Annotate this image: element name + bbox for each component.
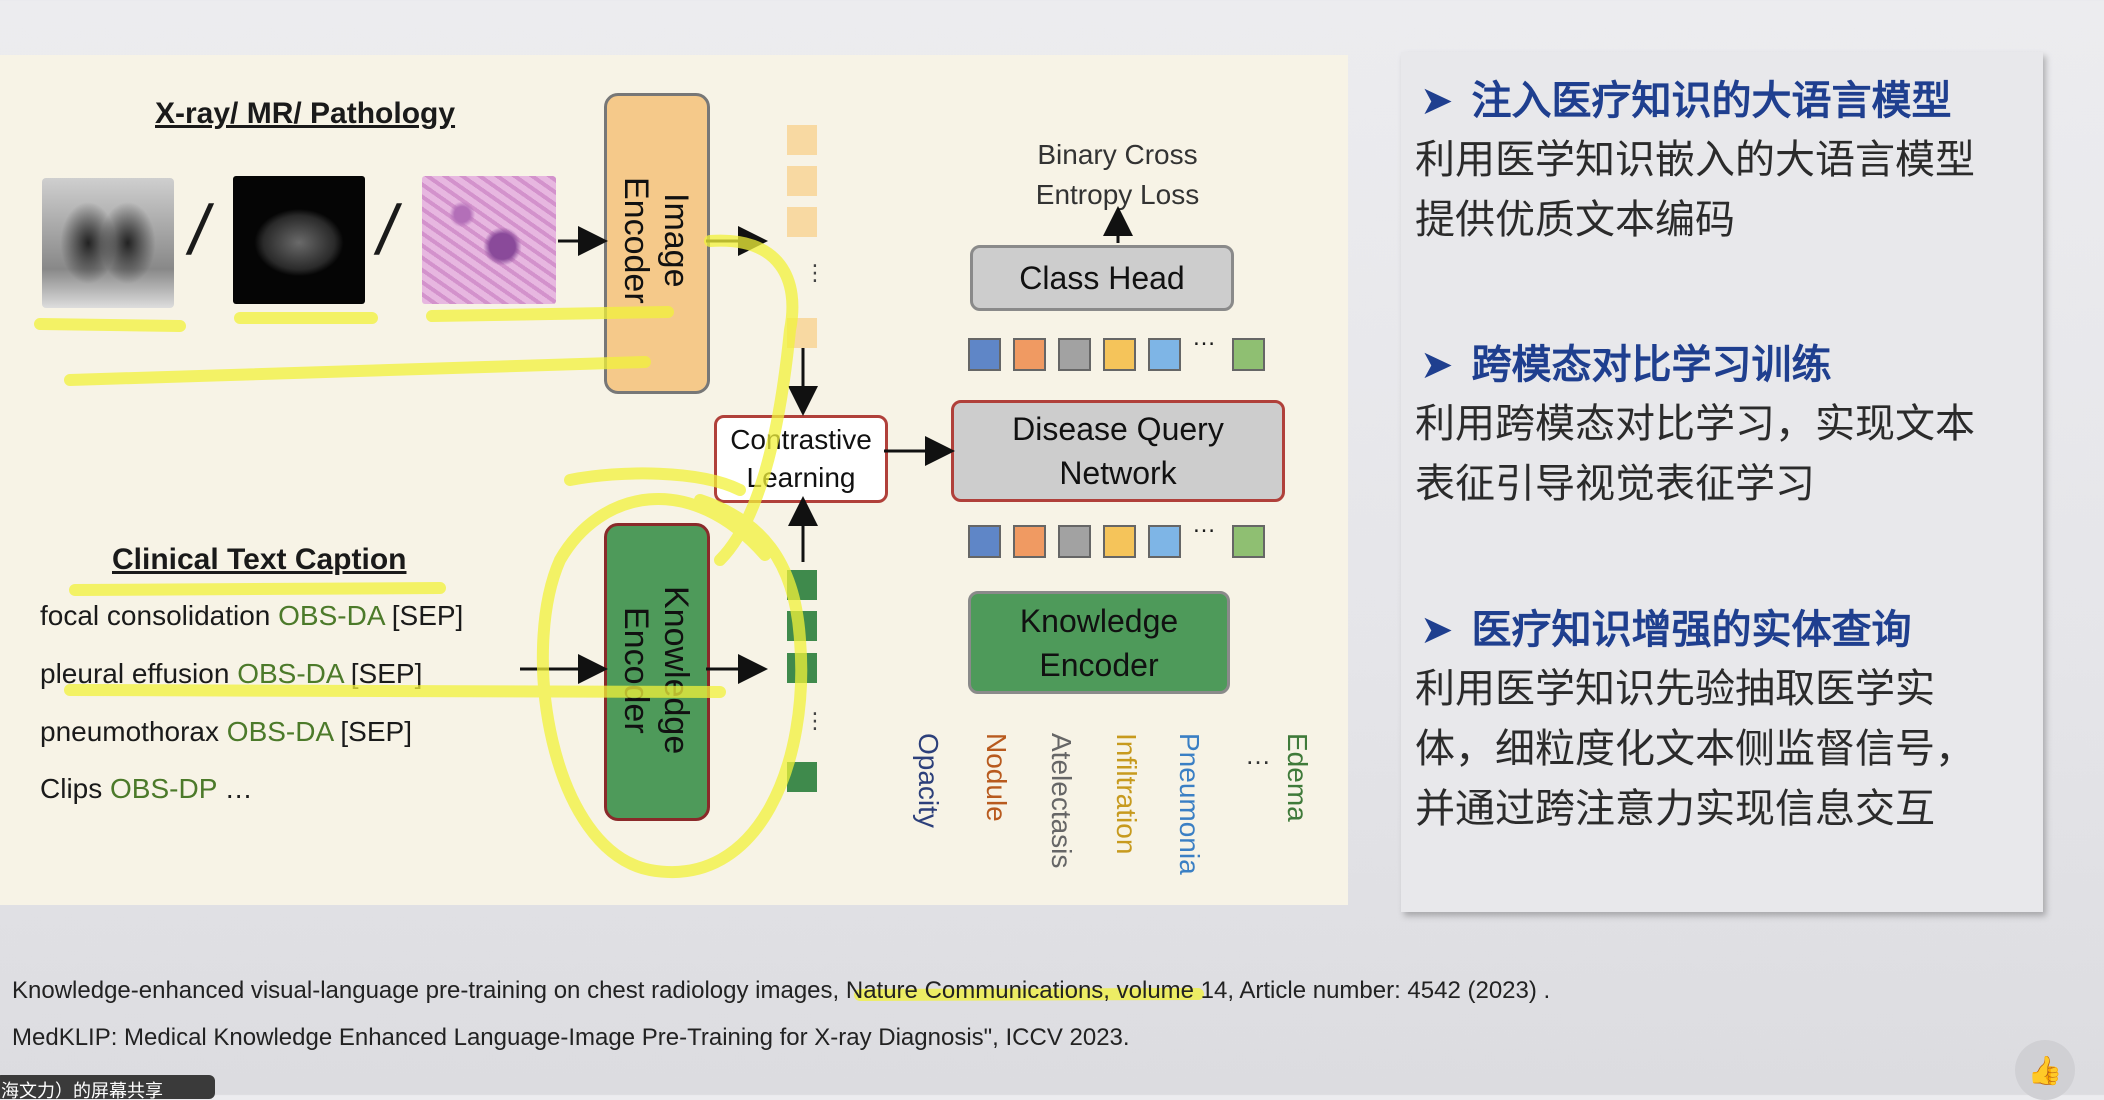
query-token [1058, 525, 1091, 558]
query-ellipsis: … [1192, 511, 1216, 538]
caption-tag: OBS-DA [278, 600, 384, 631]
summary-body-line: 利用医学知识先验抽取医学实 [1415, 667, 1935, 711]
screen-share-banner[interactable]: 海文力）的屏幕共享 [0, 1075, 215, 1099]
summary-heading: ➤ 跨模态对比学习训练 [1420, 332, 1832, 390]
summary-body-line: 体，细粒度化文本侧监督信号， [1415, 727, 1975, 771]
summary-heading: ➤ 医疗知识增强的实体查询 [1420, 597, 1912, 655]
query-token [1103, 525, 1136, 558]
disease-query-network-box: Disease Query Network [951, 400, 1285, 502]
query-token [968, 338, 1001, 371]
clinical-text-title: Clinical Text Caption [112, 543, 407, 576]
image-token-dots: ⋮ [804, 260, 826, 285]
summary-heading-text: 医疗知识增强的实体查询 [1471, 608, 1912, 652]
caption-tag: OBS-DA [237, 658, 343, 689]
summary-body-line: 提供优质文本编码 [1415, 198, 1735, 242]
disease-label: Edema [1282, 733, 1313, 822]
query-token [1058, 338, 1091, 371]
summary-body-line: 并通过跨注意力实现信息交互 [1415, 787, 1935, 831]
xray-image [42, 178, 174, 308]
caption-line: pneumothorax OBS-DA [SEP] [40, 716, 412, 748]
like-button[interactable]: 👍 [2015, 1040, 2075, 1100]
query-token [1232, 338, 1265, 371]
disease-label: Infiltration [1111, 733, 1142, 855]
caption-separator: [SEP] [391, 600, 464, 631]
bullet-arrow-icon: ➤ [1420, 608, 1454, 652]
query-ellipsis: … [1192, 324, 1216, 351]
disease-label: Pneumonia [1174, 733, 1205, 875]
query-token [1148, 338, 1181, 371]
reference-1: Knowledge-enhanced visual-language pre-t… [12, 977, 1551, 1004]
summary-heading-text: 跨模态对比学习训练 [1471, 343, 1832, 387]
caption-term: Clips [40, 773, 103, 804]
disease-ellipsis: … [1245, 740, 1271, 770]
pathology-image [422, 176, 556, 304]
summary-heading: ➤ 注入医疗知识的大语言模型 [1420, 68, 1952, 126]
query-token [1103, 338, 1136, 371]
caption-term: pneumothorax [40, 716, 220, 747]
summary-body-line: 利用医学知识嵌入的大语言模型 [1415, 138, 1975, 182]
caption-separator: [SEP] [340, 716, 412, 747]
reference-2: MedKLIP: Medical Knowledge Enhanced Lang… [12, 1024, 1130, 1051]
bullet-arrow-icon: ➤ [1420, 343, 1454, 387]
class-head-box: Class Head [970, 245, 1234, 311]
disease-label: Nodule [981, 733, 1012, 822]
caption-line: Clips OBS-DP … [40, 773, 253, 805]
caption-tag: OBS-DA [226, 716, 333, 747]
image-token [787, 166, 817, 196]
caption-tag: OBS-DP [110, 773, 217, 804]
summary-heading-text: 注入医疗知识的大语言模型 [1471, 79, 1952, 123]
text-token-dots: ⋮ [804, 708, 826, 733]
caption-term: pleural effusion [40, 658, 230, 689]
summary-body-line: 利用跨模态对比学习，实现文本 [1415, 402, 1975, 446]
query-token [1232, 525, 1265, 558]
image-token [787, 125, 817, 155]
disease-label: Atelectasis [1046, 733, 1077, 869]
loss-label: Binary Cross Entropy Loss [1035, 139, 1200, 210]
summary-body-line: 表征引导视觉表征学习 [1415, 462, 1815, 506]
summary-panel [1401, 52, 2043, 912]
query-token [1013, 338, 1046, 371]
caption-separator: … [224, 773, 253, 804]
thumbs-up-icon: 👍 [2027, 1054, 2063, 1086]
bullet-arrow-icon: ➤ [1420, 79, 1454, 123]
image-encoder-label: Image Encoder [617, 176, 695, 304]
mr-image [233, 176, 365, 304]
caption-separator: [SEP] [350, 658, 423, 689]
query-token [1148, 525, 1181, 558]
knowledge-encoder-label: Knowledge Encoder [617, 585, 695, 755]
caption-term: focal consolidation [40, 600, 271, 631]
caption-line: focal consolidation OBS-DA [SEP] [40, 600, 463, 632]
disease-label: Opacity [913, 733, 944, 828]
screen-share-label: 海文力）的屏幕共享 [1, 1081, 163, 1099]
query-token [1013, 525, 1046, 558]
knowledge-encoder-box: Knowledge Encoder [968, 591, 1230, 694]
query-token [968, 525, 1001, 558]
caption-line: pleural effusion OBS-DA [SEP] [40, 658, 422, 690]
image-token [787, 207, 817, 237]
image-modalities-title: X-ray/ MR/ Pathology [155, 97, 456, 130]
